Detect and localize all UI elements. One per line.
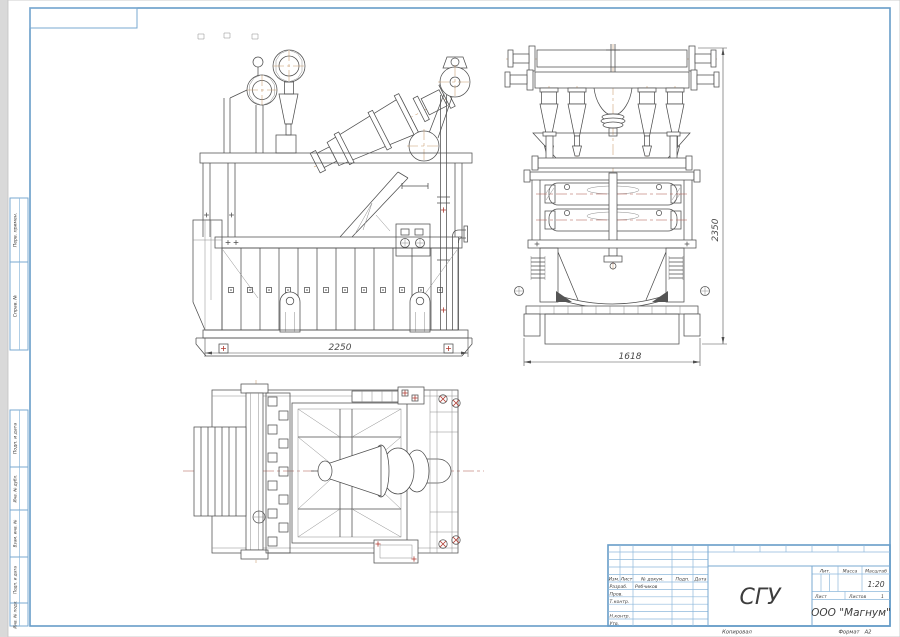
underflow-flange-circle <box>407 93 453 163</box>
inclined-hydrocyclone <box>309 93 422 174</box>
end-view-drawing: 1618 2350 <box>504 44 727 366</box>
margin-box-sprav-no: Справ. № <box>9 261 29 351</box>
margin-label: Подп. и дата <box>13 423 19 454</box>
central-funnel <box>593 87 633 137</box>
dimension-text-2250: 2250 <box>329 343 352 353</box>
stand-beam <box>199 152 473 164</box>
frame-footer: Копировал Формат А2 <box>722 630 871 636</box>
margin-label: Инв. № подл. <box>13 600 18 628</box>
margin-label: Взам. инв. № <box>13 519 18 548</box>
basket-rail <box>527 239 697 249</box>
vibrator-motors <box>536 172 690 270</box>
top-beam <box>351 386 425 405</box>
track-column <box>265 392 291 554</box>
utv-label: Утв. <box>610 621 620 627</box>
scale-value: 1:20 <box>867 580 884 589</box>
dimension-text-1618: 1618 <box>619 352 642 362</box>
collection-hopper <box>531 131 693 171</box>
col-header-doc: № докум. <box>640 576 664 582</box>
organization-name: ООО "Магнум" <box>811 607 891 619</box>
manifold-assembly <box>504 44 720 91</box>
col-header-podp: Подп. <box>676 576 690 582</box>
discharge-box <box>373 539 419 564</box>
hydrocyclone-plan <box>311 444 452 498</box>
nkontr-label: Н.контр. <box>610 614 631 620</box>
margin-label: Подп. и дата <box>13 566 18 594</box>
end-base <box>514 286 710 345</box>
front-view-drawing: 2250 <box>192 32 473 357</box>
corner-designation-box <box>29 7 138 29</box>
sheet-label: Лист <box>814 594 827 600</box>
gost-frame <box>29 7 891 627</box>
control-box <box>395 223 431 257</box>
cyclone-inlet-flange-left <box>246 74 278 106</box>
support-foot <box>279 291 301 333</box>
margin-label: Справ. № <box>13 295 19 318</box>
document-title: СГУ <box>739 585 782 610</box>
col-header-izm: Изм. <box>609 576 620 582</box>
col-header-data: Дата <box>694 576 707 582</box>
razrab-name: Рябчиков <box>635 584 658 590</box>
format-label: Формат <box>838 630 860 636</box>
margin-label: Перв. примен. <box>13 213 19 248</box>
margin-columns: Перв. примен. Справ. № Подп. и дата Инв.… <box>9 197 29 629</box>
title-block: Изм. Лист № докум. Подп. Дата Разраб. Ря… <box>607 544 891 627</box>
plan-view-drawing <box>183 380 484 564</box>
sheets-label: Листов <box>848 594 866 600</box>
cyclone-inlet-flange-top <box>272 49 306 84</box>
tkontr-label: Т.контр. <box>610 599 630 605</box>
format-value: А2 <box>864 630 872 636</box>
dimension-end-width: 1618 <box>523 338 701 366</box>
screen-panel-stack <box>193 426 247 517</box>
overflow-standpipes <box>437 95 468 330</box>
right-rails <box>429 390 461 553</box>
dimension-overall-height: 2350 <box>698 47 727 345</box>
col-header-list: Лист <box>620 576 633 582</box>
dimension-front-width: 2250 <box>204 338 469 357</box>
razrab-label: Разраб. <box>610 584 628 590</box>
dimension-text-2350: 2350 <box>711 218 721 241</box>
mass-label: Масса <box>843 568 858 574</box>
copied-by-label: Копировал <box>722 630 752 636</box>
sheets-value: 1 <box>881 594 884 600</box>
lit-label: Лит. <box>819 568 831 574</box>
overflow-flange-circle <box>438 56 472 99</box>
prov-label: Пров. <box>610 592 623 598</box>
margin-label: Инв. № дубл. <box>13 474 18 502</box>
margin-box-inv-podl: Инв. № подл. <box>9 600 29 629</box>
scale-label: Масштаб <box>865 568 887 574</box>
base-skid <box>195 329 473 357</box>
screen-basket-side <box>339 171 429 238</box>
support-foot <box>409 291 431 333</box>
